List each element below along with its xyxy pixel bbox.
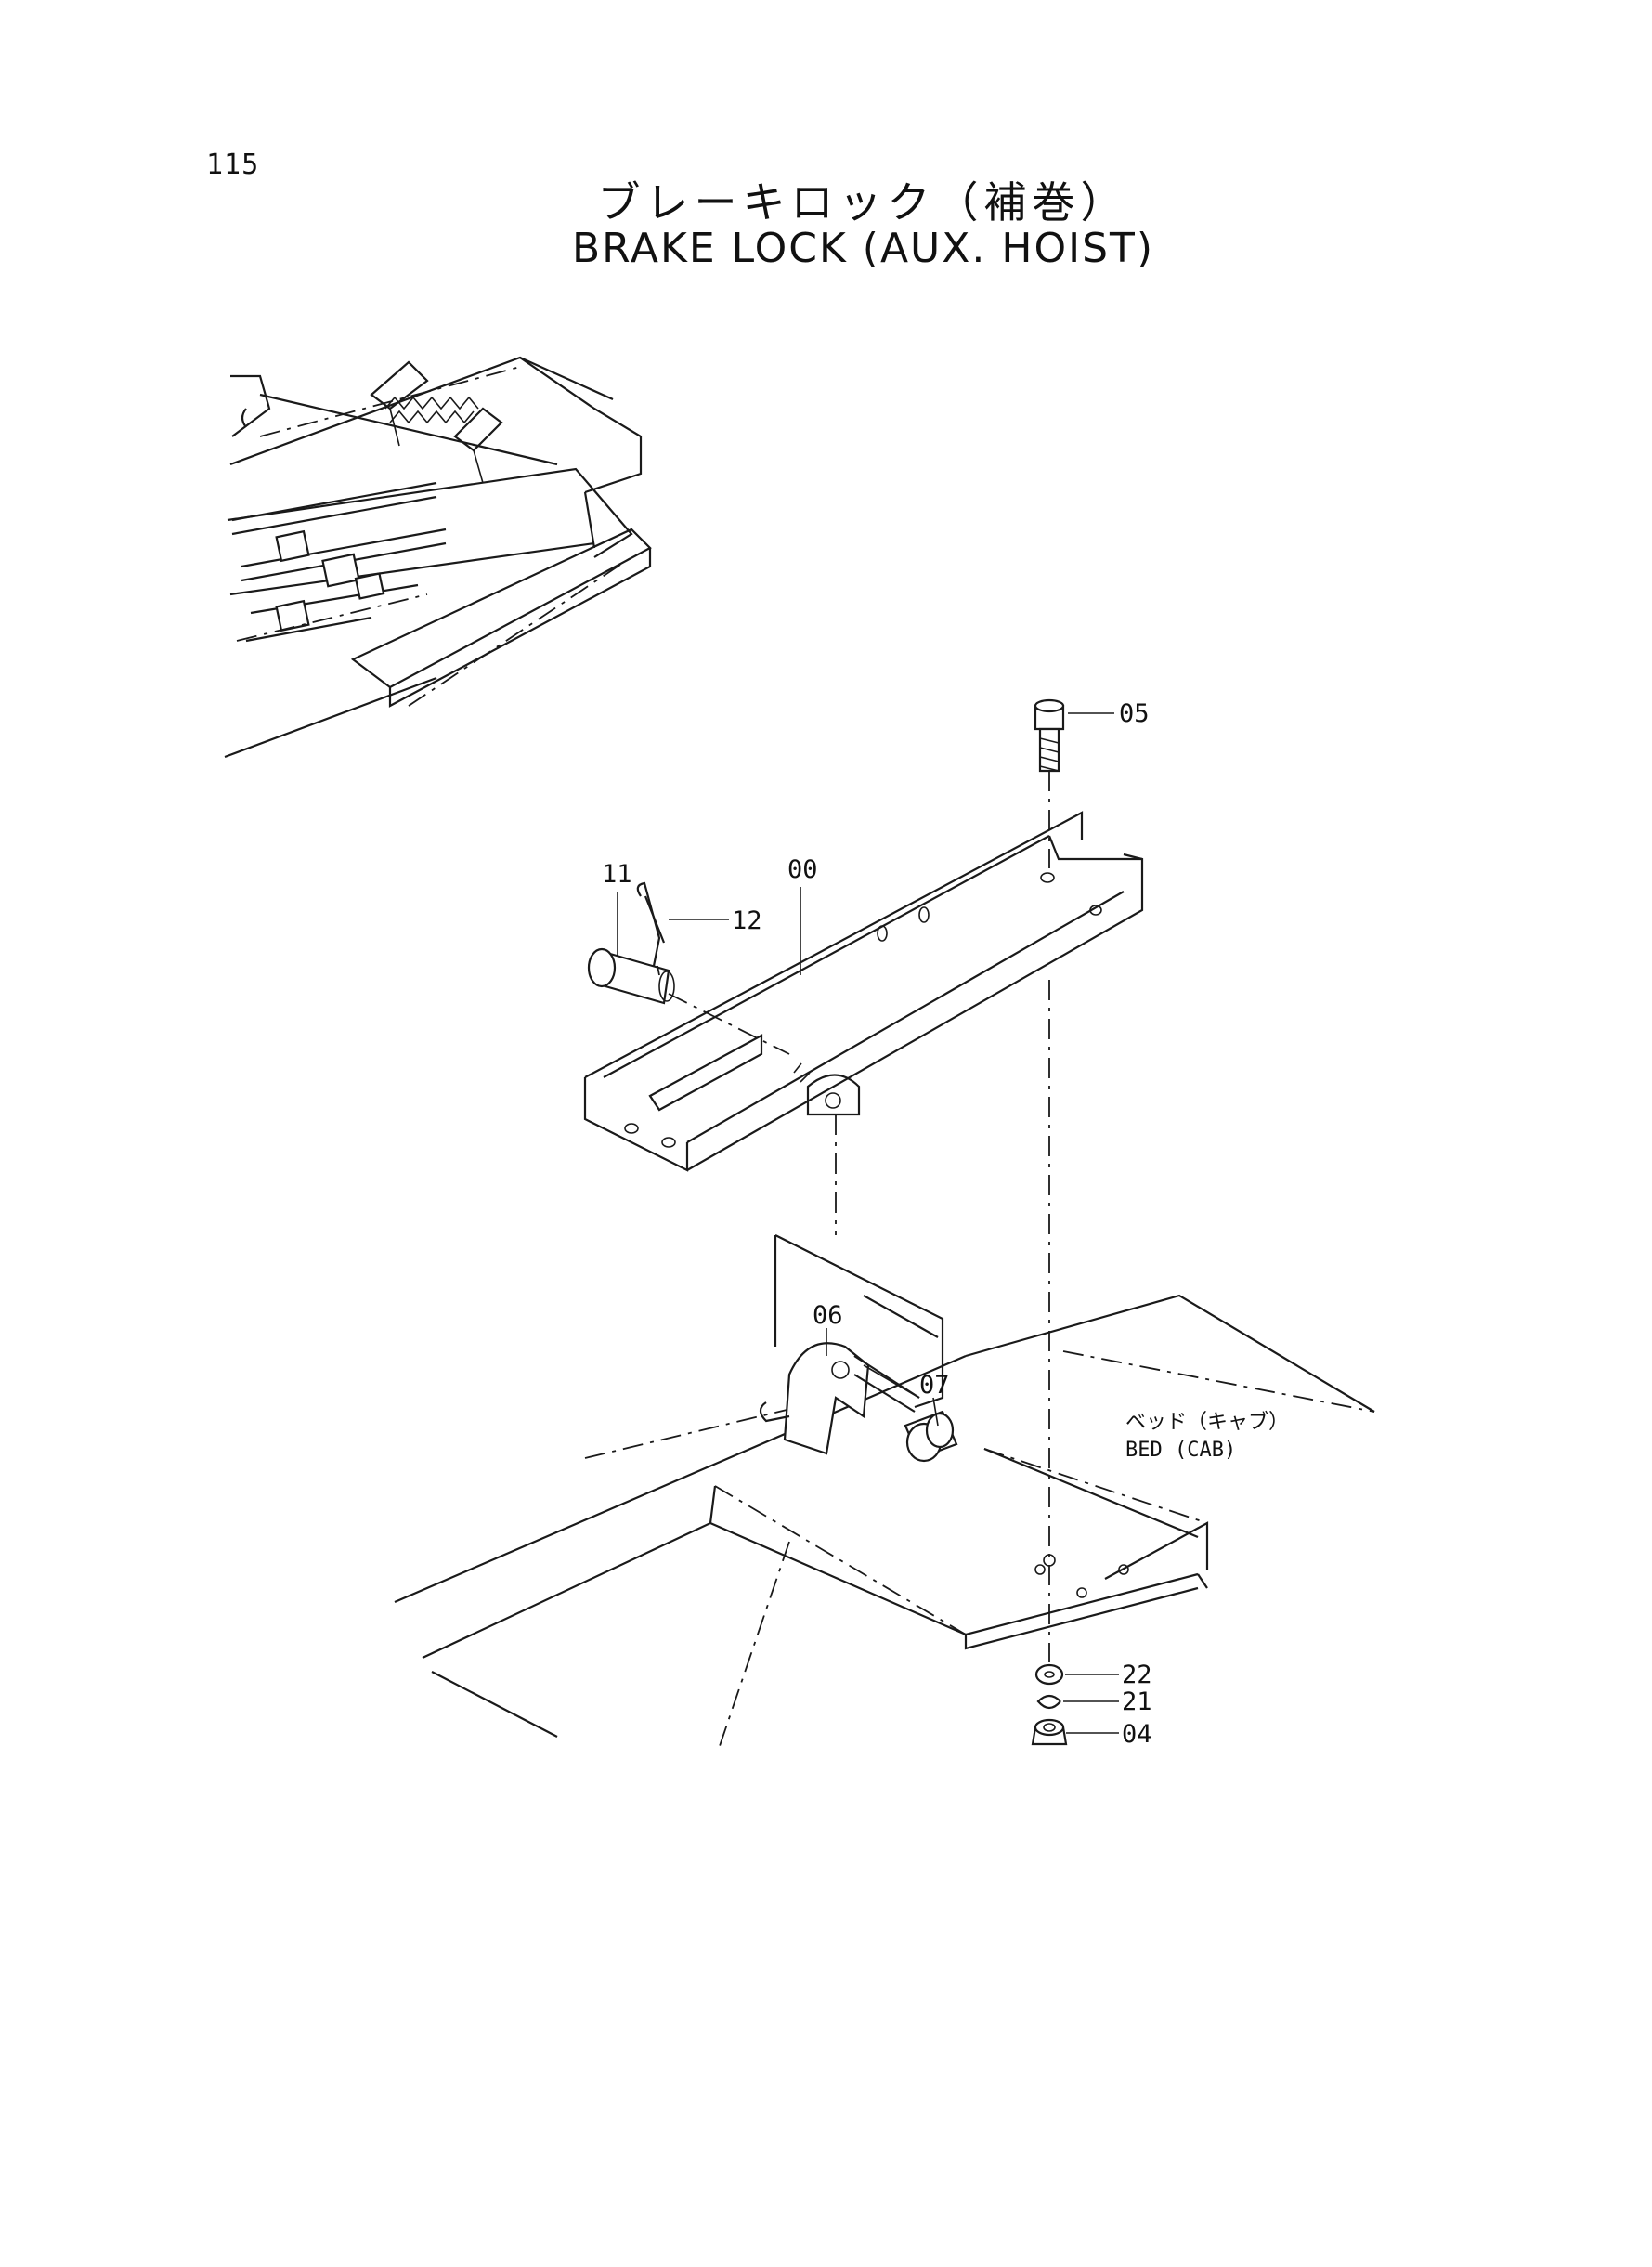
callout-11: 11 bbox=[602, 860, 632, 889]
channel-bracket-part-00 bbox=[583, 811, 1144, 1172]
page-title-japanese: ブレーキロック（補巻） bbox=[597, 177, 1129, 228]
bed-cab-label-english: BED (CAB) bbox=[1125, 1439, 1236, 1462]
callout-21: 21 bbox=[1122, 1687, 1152, 1716]
callout-06: 06 bbox=[813, 1301, 843, 1330]
overview-inset-illustration bbox=[224, 356, 652, 759]
callout-00: 00 bbox=[787, 855, 818, 884]
callout-05: 05 bbox=[1119, 699, 1150, 728]
page-number: 115 bbox=[206, 149, 260, 181]
lock-washer-part-21 bbox=[1036, 1694, 1061, 1710]
washer-part-22 bbox=[1034, 1663, 1064, 1686]
collar-part-07 bbox=[904, 1410, 958, 1463]
pin-part-11 bbox=[587, 947, 790, 1055]
cotter-pin-part-12 bbox=[636, 881, 666, 976]
bolt-part-05 bbox=[1034, 698, 1065, 868]
callout-07: 07 bbox=[919, 1371, 950, 1400]
callout-22: 22 bbox=[1122, 1661, 1152, 1689]
page-title-english: BRAKE LOCK (AUX. HOIST) bbox=[571, 225, 1155, 272]
bed-cab-label-japanese: ベッド（キャブ） bbox=[1125, 1411, 1289, 1434]
bed-cab-floor: ベッド（キャブ） BED (CAB) bbox=[394, 1294, 1375, 1747]
callout-leaders bbox=[617, 712, 1119, 1734]
callout-04: 04 bbox=[1122, 1720, 1152, 1749]
nut-part-04 bbox=[1031, 1718, 1068, 1746]
callout-12: 12 bbox=[732, 906, 762, 935]
lock-plate-part-06 bbox=[759, 1234, 944, 1455]
